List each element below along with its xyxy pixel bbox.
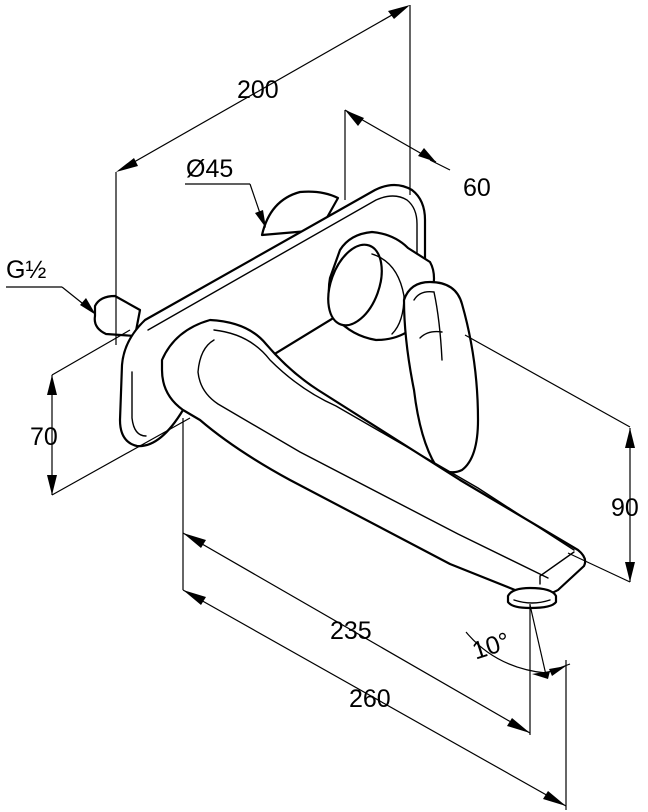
label-70: 70: [30, 423, 58, 451]
thread-stub: [93, 294, 142, 338]
faucet-body: [93, 183, 587, 610]
spout-edge-top: [213, 329, 575, 551]
spout-tip-face: [539, 551, 575, 585]
aerator: [506, 586, 558, 610]
mixer-base-face: [327, 243, 383, 327]
label-90: 90: [611, 494, 639, 522]
label-200: 200: [237, 76, 279, 104]
lever-facet: [413, 290, 443, 361]
label-235: 235: [330, 617, 372, 645]
mixer-ring: [371, 253, 405, 335]
spout: [160, 318, 587, 596]
label-angle-10: 10°: [469, 627, 514, 665]
label-g-half: G½: [6, 256, 46, 284]
dimension-lines: [6, 5, 635, 810]
aerator-ring: [513, 599, 551, 604]
label-60: 60: [463, 174, 491, 202]
spout-edge-inner: [197, 339, 549, 579]
label-260: 260: [349, 685, 391, 713]
lever-handle: [402, 280, 480, 474]
label-diameter-45: Ø45: [186, 155, 233, 183]
wall-plate-bevel: [131, 195, 418, 437]
